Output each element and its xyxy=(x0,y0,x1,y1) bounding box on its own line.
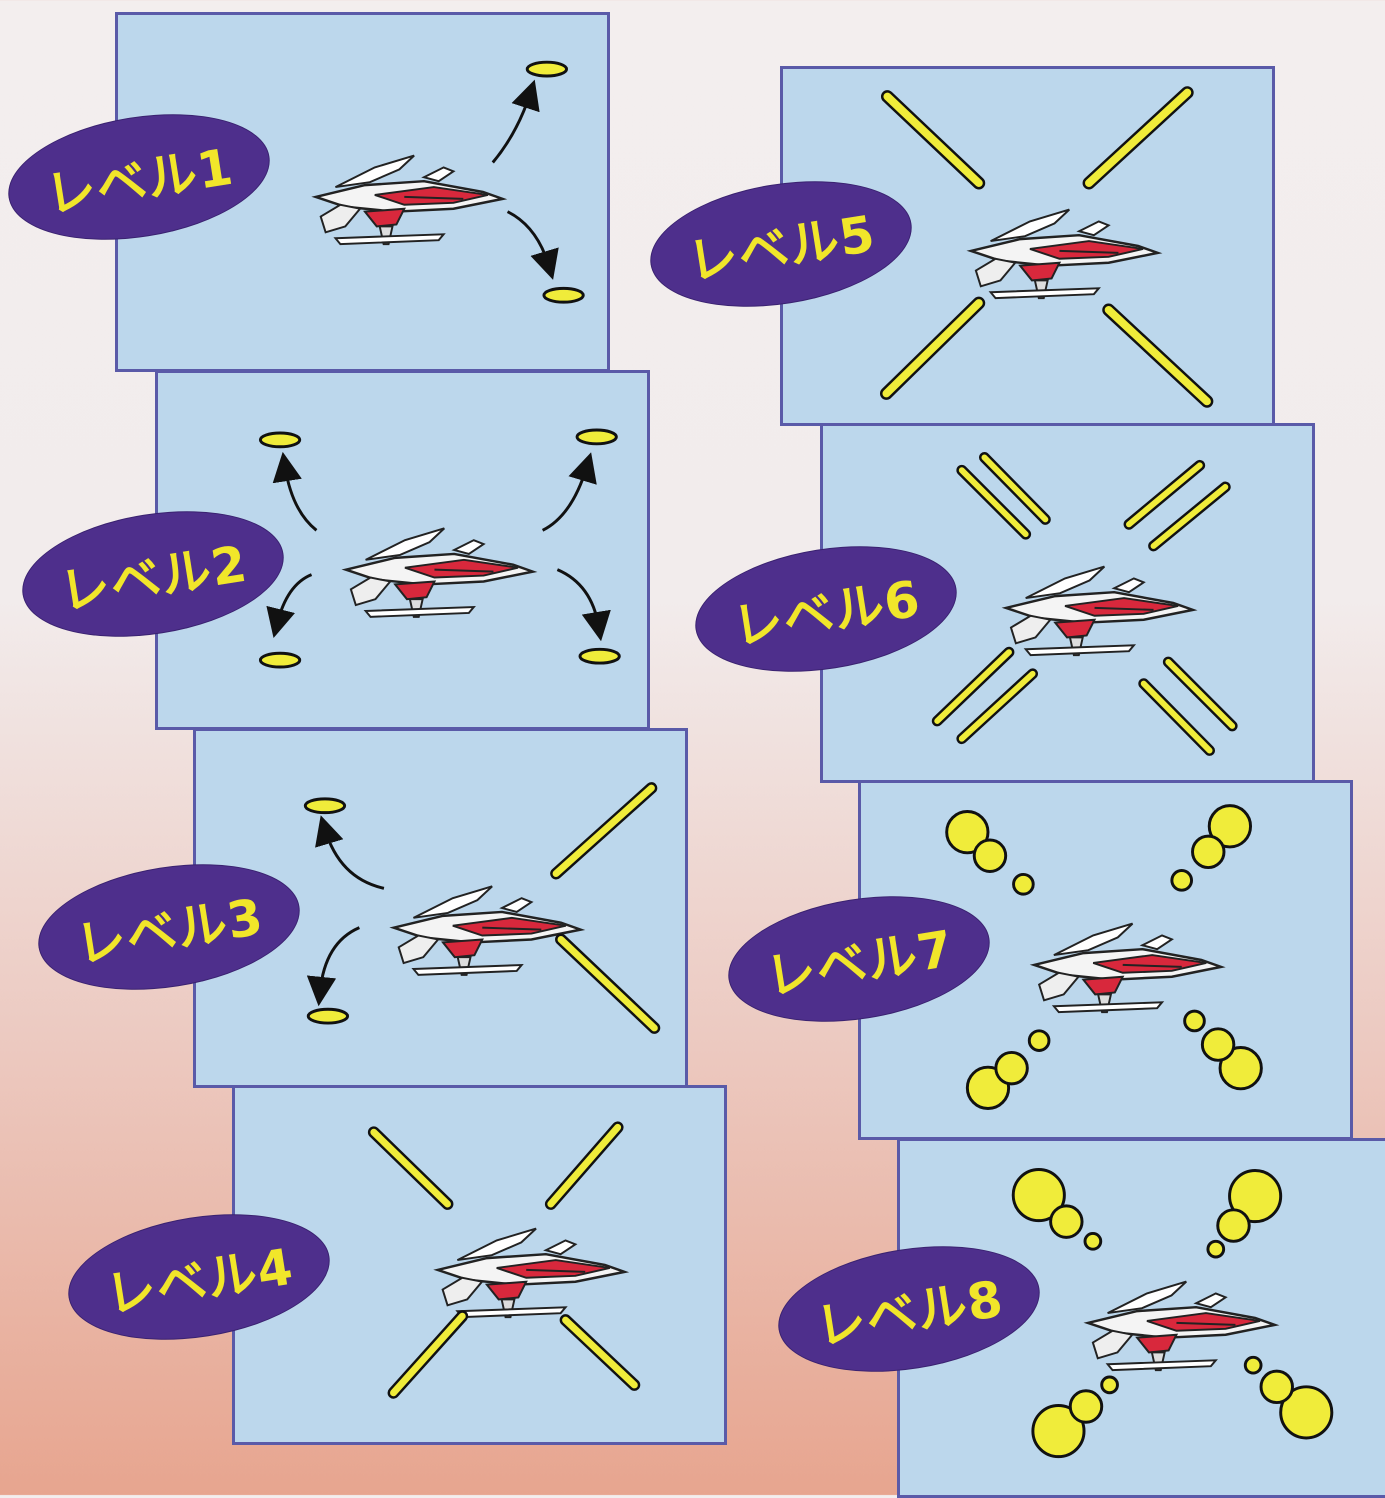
laser-beam xyxy=(562,1316,638,1389)
level-6-panel xyxy=(820,423,1315,783)
player-ship xyxy=(436,1227,626,1319)
laser-beam xyxy=(557,936,658,1032)
orb-cluster xyxy=(1206,1169,1283,1259)
arrow-down-right xyxy=(506,210,559,280)
orb-cluster xyxy=(1011,1168,1103,1251)
laser-beam xyxy=(1140,680,1213,754)
player-ship xyxy=(344,527,535,619)
shot-pellet xyxy=(258,651,302,669)
shot-pellet xyxy=(258,431,302,449)
laser-beam xyxy=(883,92,983,187)
orb-cluster xyxy=(1170,804,1253,892)
player-ship xyxy=(1004,565,1195,657)
arrow-down-right xyxy=(556,568,611,642)
shot-pellet xyxy=(578,647,621,665)
orb-cluster xyxy=(965,1029,1051,1110)
player-ship xyxy=(1086,1280,1277,1372)
laser-beam xyxy=(882,299,983,398)
arrow-up-right xyxy=(491,79,540,164)
arrow-up-right xyxy=(541,452,597,532)
arrow-down-left xyxy=(306,926,360,1007)
orb-cluster xyxy=(1031,1375,1119,1459)
laser-beam xyxy=(547,1123,622,1208)
arrow-up-left xyxy=(272,451,318,532)
laser-beam xyxy=(934,649,1012,724)
player-ship xyxy=(392,885,582,977)
laser-beam xyxy=(1085,88,1192,187)
laser-beam xyxy=(552,784,655,878)
orb-cluster xyxy=(1183,1009,1263,1091)
laser-beam xyxy=(1165,659,1236,729)
laser-beam xyxy=(1150,484,1229,549)
laser-beam xyxy=(390,1312,466,1397)
shot-pellet xyxy=(306,1007,350,1025)
player-ship xyxy=(969,208,1160,300)
laser-beam xyxy=(981,454,1049,523)
orb-cluster xyxy=(945,810,1035,896)
shot-pellet xyxy=(525,60,569,78)
shot-pellet xyxy=(542,286,585,304)
arrow-up-left xyxy=(315,815,385,890)
laser-beam xyxy=(1104,305,1211,406)
arrow-down-left xyxy=(266,573,313,639)
shot-pellet xyxy=(303,797,347,815)
laser-beam xyxy=(958,467,1029,538)
orb-cluster xyxy=(1243,1355,1334,1440)
laser-beam xyxy=(370,1128,451,1208)
player-ship xyxy=(1032,922,1223,1014)
laser-beam xyxy=(958,670,1036,742)
shot-pellet xyxy=(575,428,618,446)
laser-beam xyxy=(1126,462,1203,528)
player-ship xyxy=(314,154,504,246)
